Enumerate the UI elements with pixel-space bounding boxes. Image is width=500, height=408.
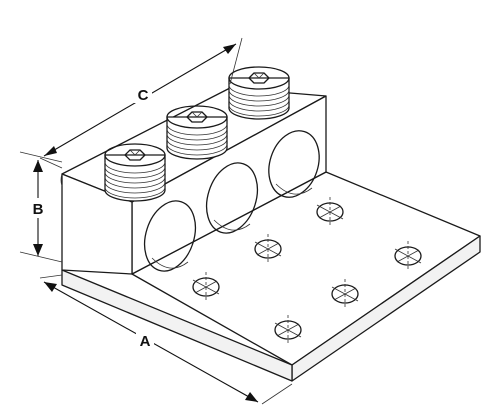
dimension-c-label: C [138, 87, 149, 104]
barrel-hole [268, 130, 320, 198]
arrow-icon [44, 282, 57, 292]
dimension-b-label: B [33, 201, 44, 218]
set-screw [228, 66, 290, 120]
arrow-icon [245, 392, 258, 402]
dimension-a-label: A [140, 333, 151, 350]
set-screw [166, 105, 228, 160]
arrow-icon [33, 160, 43, 172]
bolt-hole [192, 272, 220, 302]
dimension-b: B [19, 151, 63, 263]
bolt-hole [331, 279, 359, 309]
set-screws [104, 66, 290, 202]
arrow-icon [33, 244, 43, 256]
dimension-c: C [39, 37, 243, 169]
set-screw [104, 143, 166, 202]
tongue-left-edge [61, 269, 293, 382]
dimension-a: A [39, 274, 293, 405]
barrel-hole [205, 162, 259, 234]
bolt-hole [274, 315, 302, 345]
barrel-holes [143, 130, 320, 272]
bolt-hole [254, 234, 282, 264]
barrel-hole [143, 200, 197, 272]
arrow-icon [223, 44, 236, 54]
bolt-holes [192, 197, 422, 345]
bolt-hole [394, 241, 422, 271]
bolt-hole [316, 197, 344, 227]
tongue-plate [61, 171, 481, 382]
arrow-icon [44, 146, 57, 156]
block-edge-detail [60, 173, 63, 187]
